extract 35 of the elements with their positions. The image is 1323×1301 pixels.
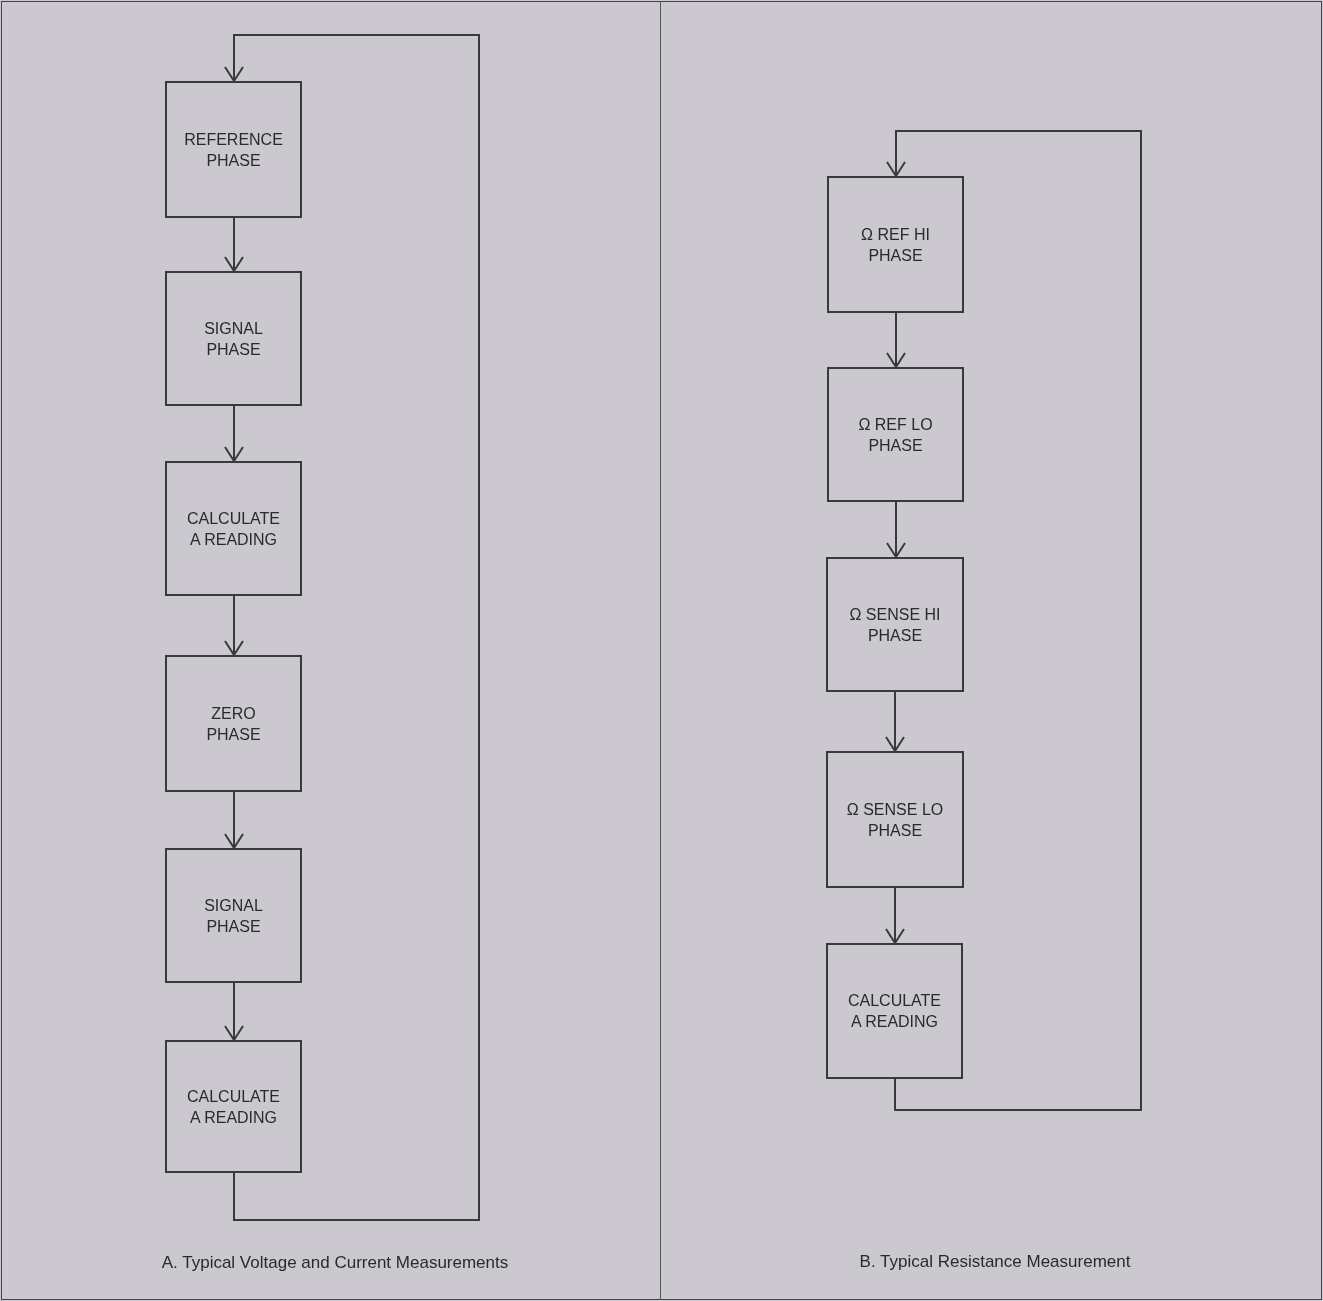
step-label: SIGNAL PHASE — [203, 318, 264, 360]
arrow — [224, 34, 480, 1221]
arrow — [224, 595, 244, 656]
step-label: CALCULATE A READING — [185, 1086, 282, 1128]
process-box — [826, 751, 964, 888]
step-label: Ω SENSE LO PHASE — [845, 799, 945, 841]
arrow — [885, 887, 905, 944]
step-label: SIGNAL PHASE — [203, 895, 264, 937]
panel-caption: B. Typical Resistance Measurement — [859, 1252, 1131, 1272]
arrow — [224, 982, 244, 1041]
arrow — [885, 691, 905, 752]
arrow — [886, 501, 906, 558]
arrow — [886, 130, 1142, 1111]
process-box — [165, 461, 302, 596]
process-box — [826, 943, 963, 1079]
step-label: Ω REF HI PHASE — [860, 224, 931, 266]
process-box — [165, 271, 302, 406]
arrow — [224, 405, 244, 462]
process-box — [165, 81, 302, 218]
process-box — [826, 557, 964, 692]
process-box — [165, 1040, 302, 1173]
panel-caption: A. Typical Voltage and Current Measurements — [161, 1253, 509, 1273]
arrow — [224, 217, 244, 272]
process-box — [827, 176, 964, 313]
step-label: CALCULATE A READING — [846, 991, 943, 1032]
step-label: ZERO PHASE — [205, 703, 262, 745]
process-box — [165, 848, 302, 983]
process-box — [165, 655, 302, 792]
step-label: Ω REF LO PHASE — [857, 414, 934, 456]
process-box — [827, 367, 964, 502]
arrow — [886, 312, 906, 368]
step-label: REFERENCE PHASE — [183, 129, 284, 171]
step-label: Ω SENSE HI PHASE — [848, 604, 942, 646]
arrow — [224, 791, 244, 849]
step-label: CALCULATE A READING — [185, 508, 282, 550]
